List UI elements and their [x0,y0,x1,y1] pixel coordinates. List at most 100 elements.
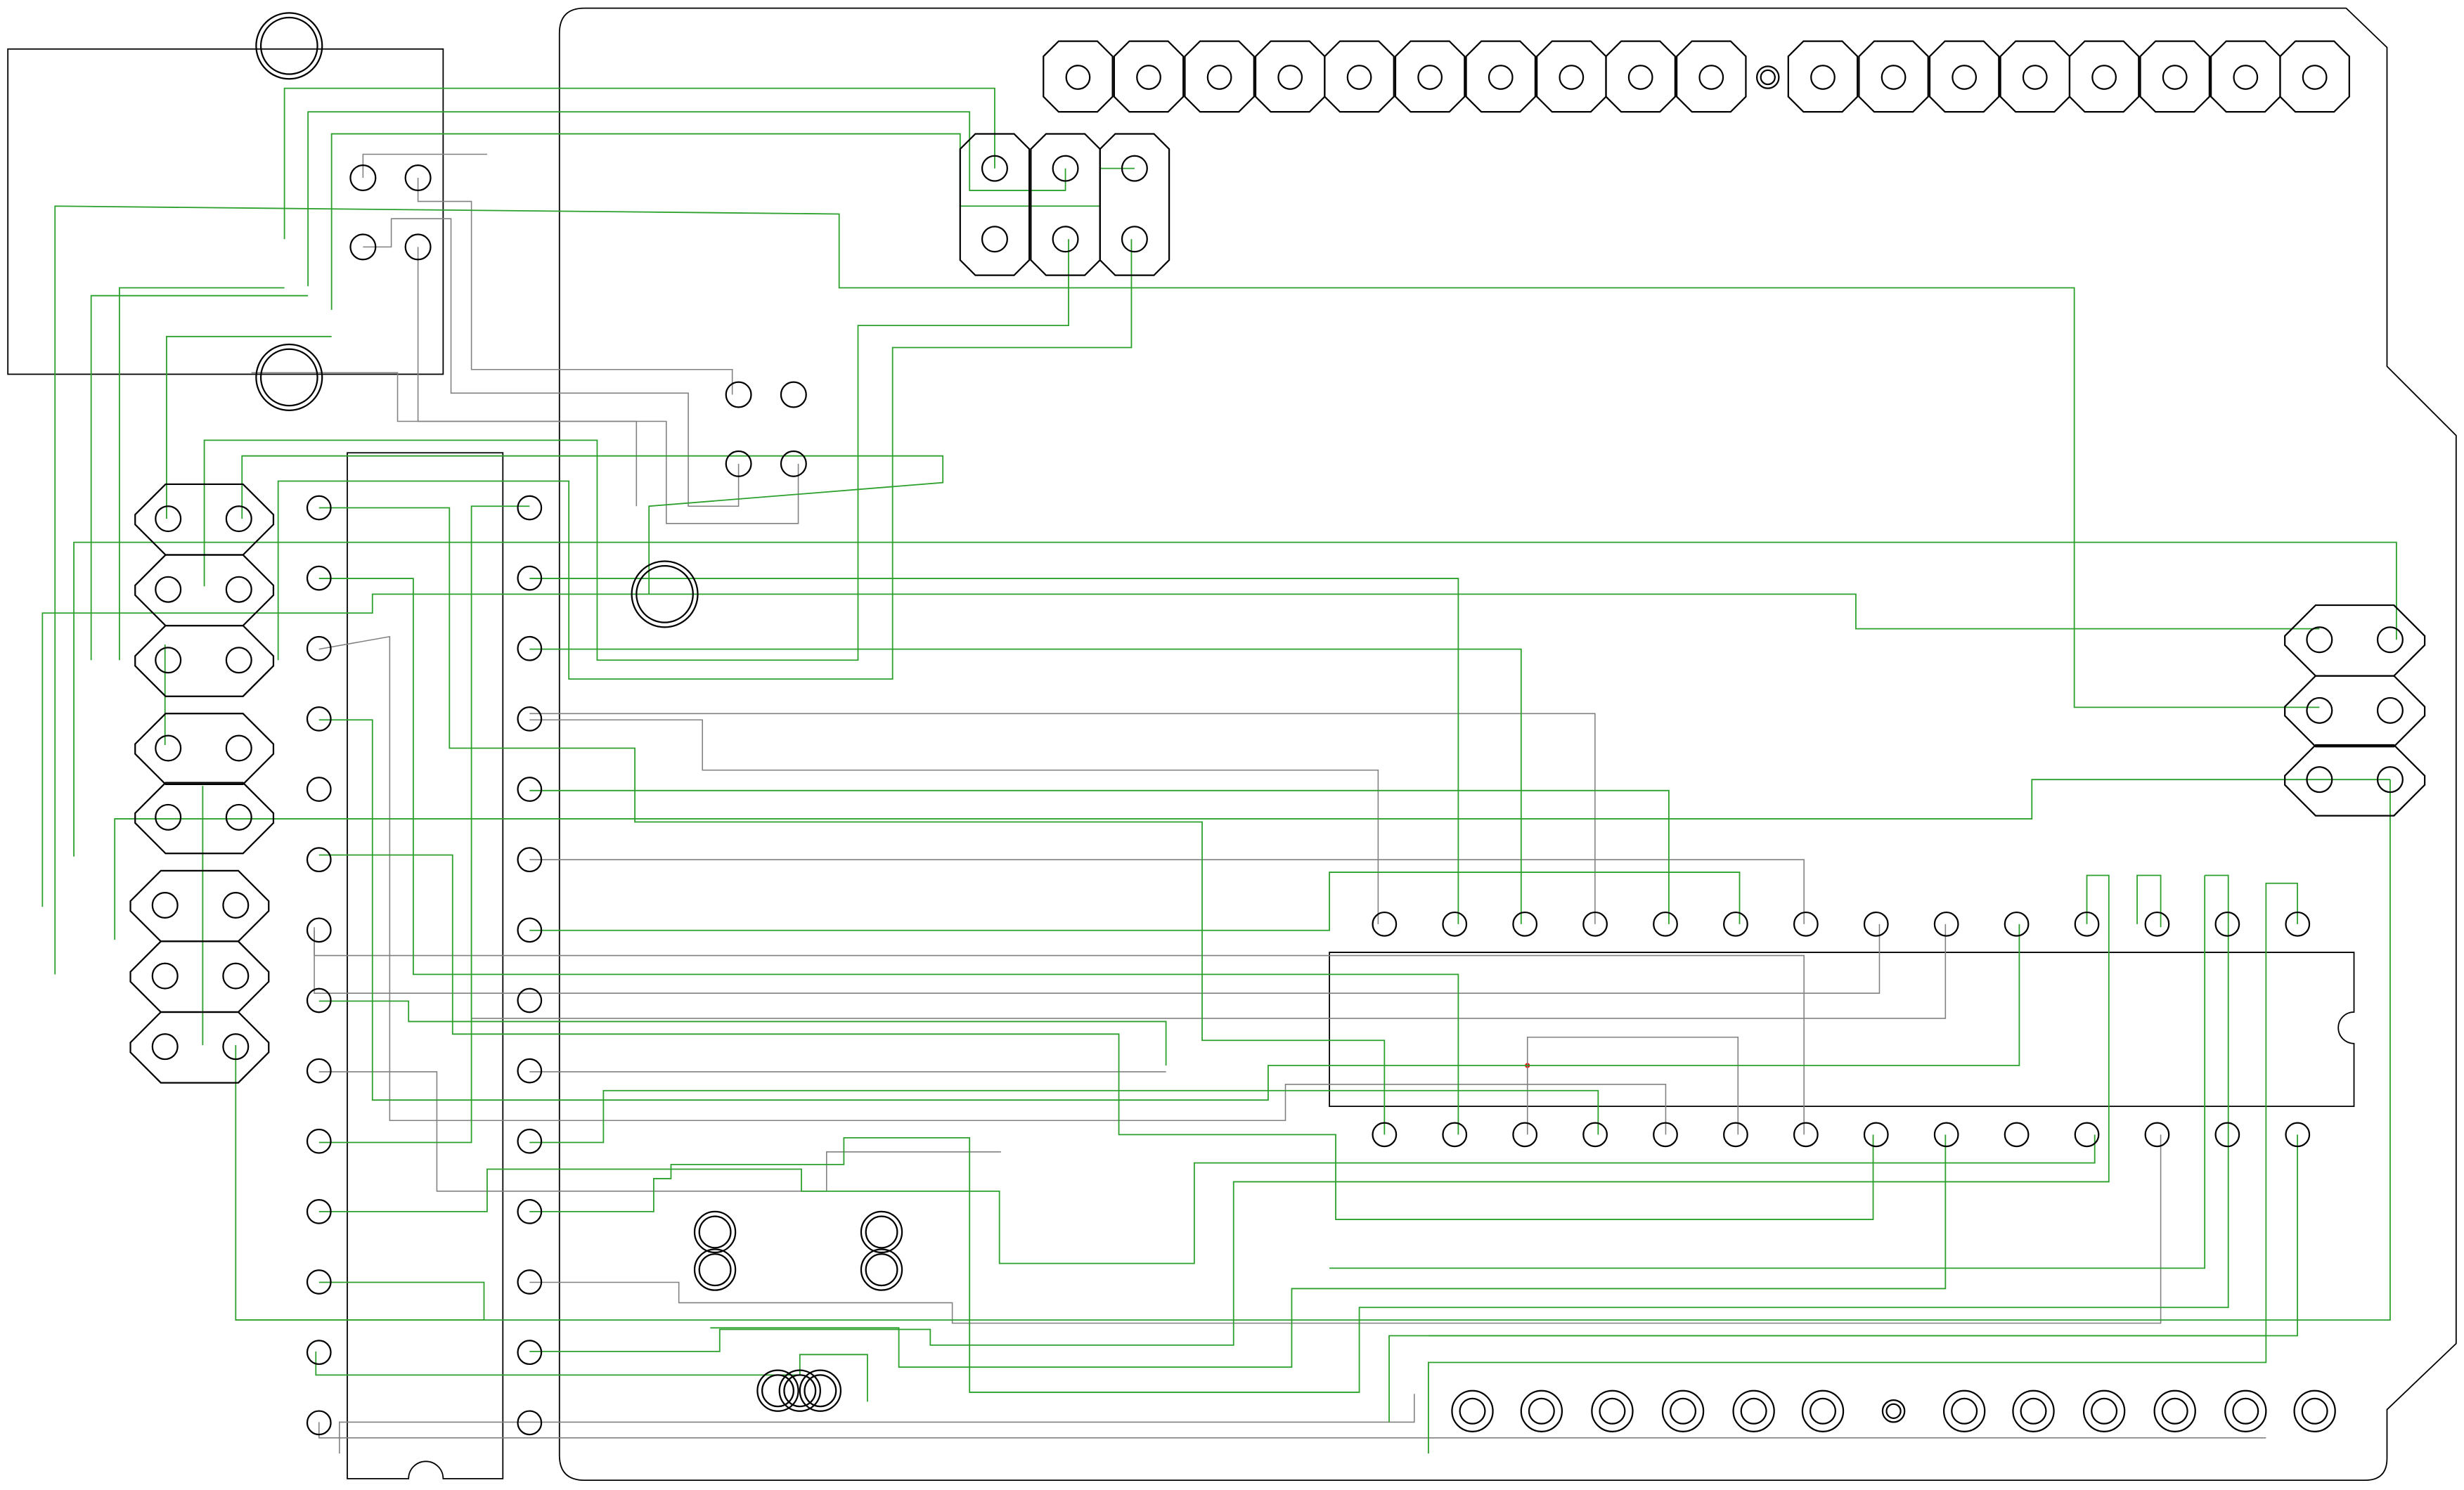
via-hole [1881,1399,1906,1423]
ic-pin [306,1269,332,1295]
bottom-pad [1670,1397,1697,1425]
trace [529,713,1596,924]
header-pad [2091,65,2117,90]
header-pad-outline [1675,40,1747,113]
header-pad-outline [1787,40,1859,113]
chip-pin [2074,1122,2100,1148]
connector-outline [2284,675,2426,748]
bottom-pad [1591,1389,1634,1432]
bottom-pad [2020,1397,2047,1425]
bottom-pad [2224,1389,2267,1432]
pad [155,803,182,831]
bottom-pad [2161,1397,2188,1425]
crystal-pad [778,1369,821,1412]
trace [318,1071,1001,1192]
ic-pin [517,495,543,521]
header-pad-outline [1324,40,1395,113]
pad [780,450,807,477]
bottom-pad [2012,1389,2055,1432]
chip-pin [1442,1122,1468,1148]
connector-outline [134,782,275,855]
chip-pin [1933,911,1959,937]
trace [318,1422,2266,1439]
ic-pin [306,777,332,802]
led-pad [698,1215,732,1249]
components [129,12,2426,1436]
ic-pin [517,1340,543,1366]
mounting-hole [255,343,323,411]
trace [54,205,2320,975]
pad [225,734,252,762]
chip-pin [1863,911,1889,937]
bottom-pad [1942,1389,1986,1432]
trace [529,648,1522,924]
led-pad [865,1215,898,1249]
trace [318,635,1667,1135]
pad-block-outline [1099,133,1170,276]
header-pad-outline [1113,40,1185,113]
bottom-pad [2232,1397,2259,1425]
pad [151,892,179,919]
bottom-pad [1951,1397,1978,1425]
header-pad-outline [1536,40,1607,113]
trace [1329,875,2206,1269]
bottom-pad [2091,1397,2118,1425]
chip-pin [1372,1122,1398,1148]
trace [1428,882,2298,1454]
header-pad [1488,65,1514,90]
pad [981,226,1008,253]
pad [725,450,752,477]
ic-pin [306,1410,332,1436]
chip-pin [2004,1122,2030,1148]
mounting-hole [259,16,318,75]
ic-pin [517,565,543,591]
pad [222,892,250,919]
trace [315,1351,868,1402]
ic-pin [517,1128,543,1154]
trace [529,874,2110,1352]
board-outline [7,7,2457,1482]
trace [1526,1036,1739,1135]
mounting-outline [7,48,444,375]
connector-outline [134,624,275,697]
header-pad [1810,65,1836,90]
pad [2306,697,2333,724]
chip-pin [1933,1122,1959,1148]
bottom-pad [2293,1389,2336,1432]
header-pad [1277,65,1303,90]
bottom-pad [1599,1397,1626,1425]
bottom-pad [1732,1389,1775,1432]
led-pad [693,1210,737,1254]
trace [529,859,1805,924]
pad [2376,766,2404,793]
ic-pin [517,635,543,661]
chip-pin [1863,1122,1889,1148]
header-pad [1136,65,1161,90]
chip-pin [1512,911,1538,937]
pad [151,1033,179,1061]
trace [318,505,530,1144]
trace [2136,874,2162,928]
header-pad-outline [1999,40,2071,113]
chip-pin [1653,1122,1678,1148]
header-pad [2302,65,2328,90]
chip-pin [1653,911,1678,937]
header-pad-outline [1858,40,1929,113]
bottom-pad [1528,1397,1555,1425]
pad [155,647,182,674]
ic-pin [517,1410,543,1436]
pad [2306,766,2333,793]
chip-pin [2214,1122,2240,1148]
pad [155,734,182,762]
chip-pin [2285,911,2311,937]
trace [529,872,1741,931]
dip-chip-body [1329,952,2355,1108]
bottom-pad [1451,1389,1494,1432]
trace [529,719,1379,924]
chip-pin [1512,1122,1538,1148]
pad [349,233,377,261]
chip-pin [2214,911,2240,937]
connector-outline [129,1011,270,1084]
header-pad-outline [1605,40,1676,113]
header-pad [1417,65,1443,90]
